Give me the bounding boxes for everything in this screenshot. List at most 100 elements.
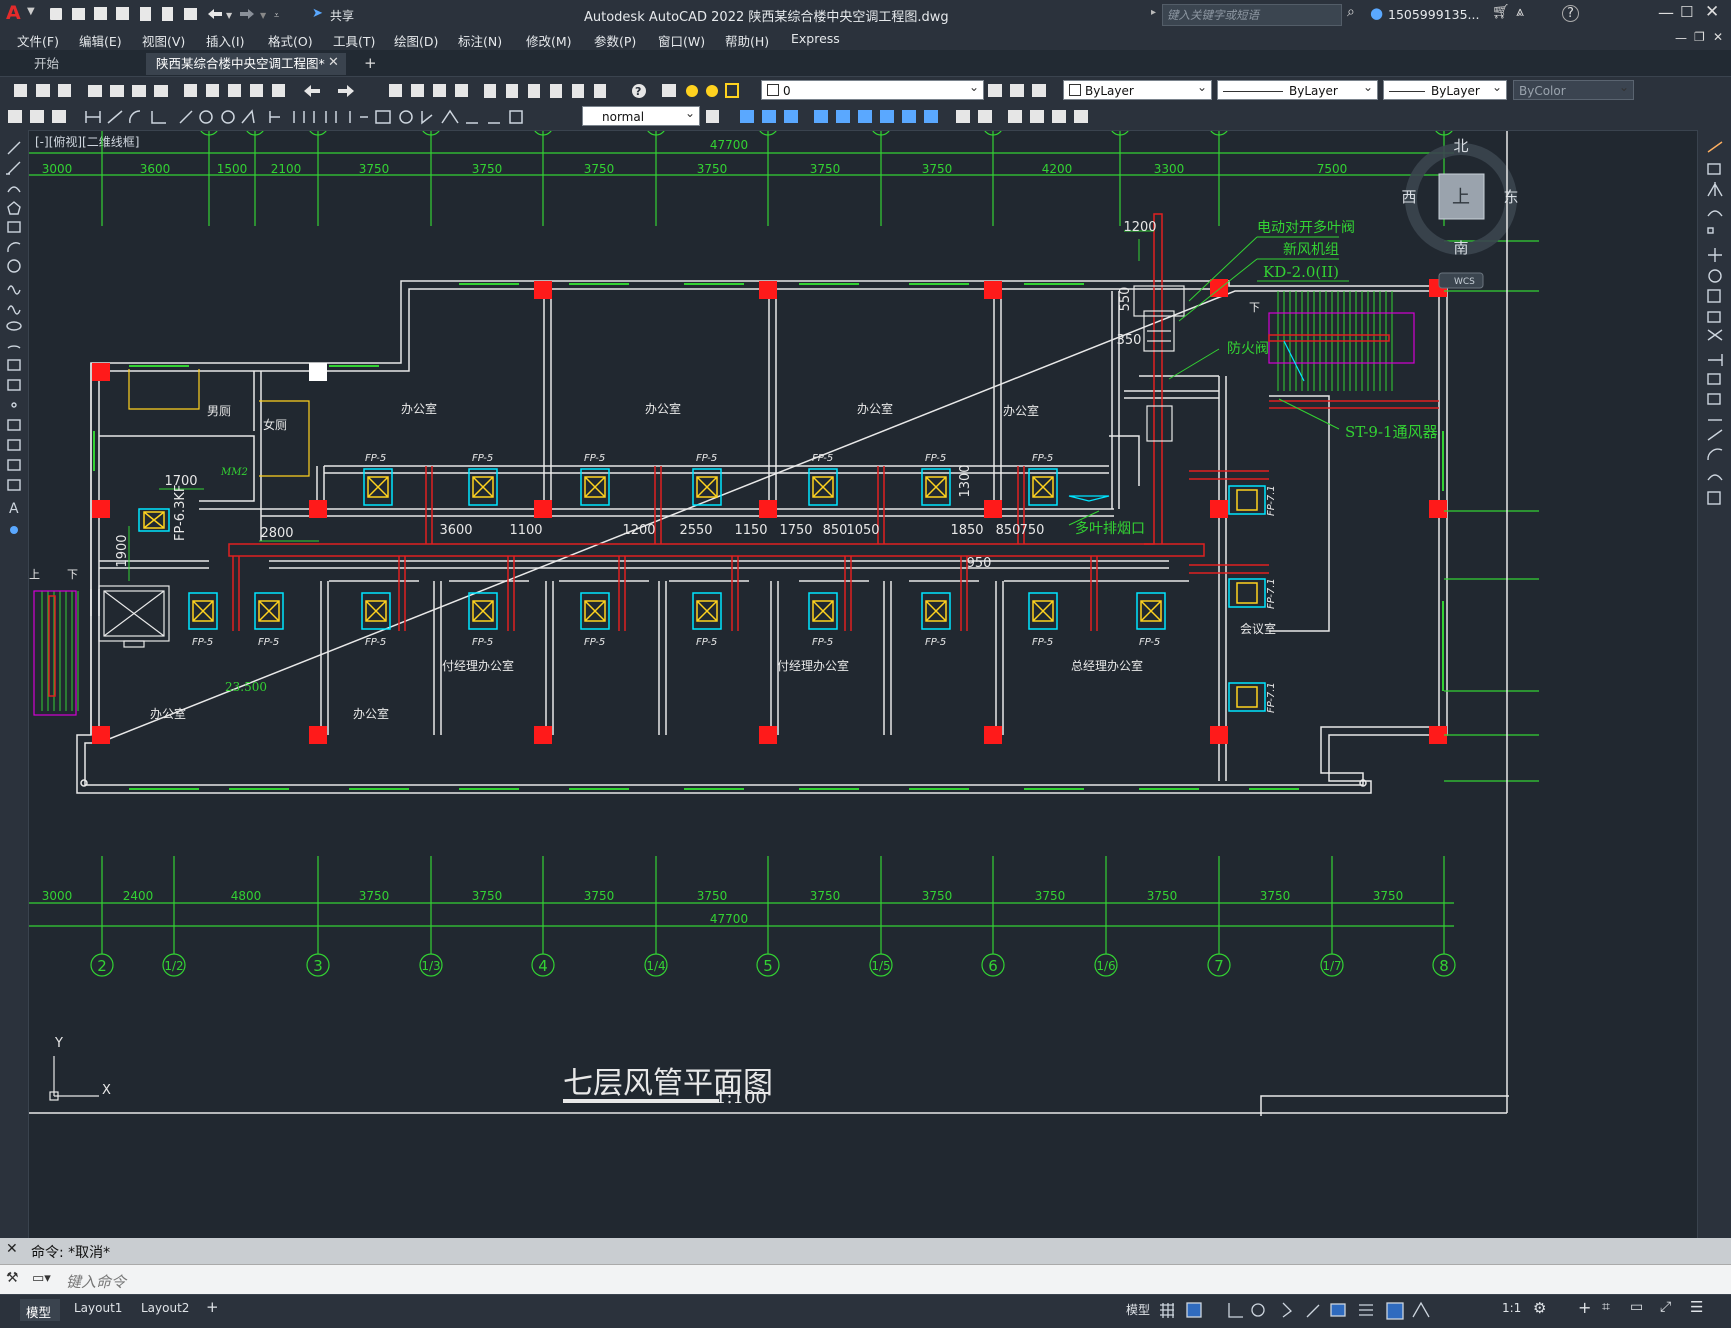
help-search-input[interactable]: 键入关键字或短语 bbox=[1162, 4, 1342, 26]
main-duct bbox=[228, 213, 1439, 631]
tab-drawing-label: 陕西某综合楼中央空调工程图* bbox=[156, 56, 325, 71]
view-9-icon bbox=[924, 110, 938, 123]
menu-insert[interactable]: 插入(I) bbox=[206, 34, 245, 49]
units-icon[interactable]: ⌗ bbox=[1602, 1299, 1610, 1315]
doc-close-icon[interactable]: ✕ bbox=[1713, 30, 1724, 44]
revcloud-icon bbox=[7, 285, 21, 295]
menu-express[interactable]: Express bbox=[791, 31, 840, 46]
quick-access-icons[interactable]: ▼ ▼ ⩡ bbox=[48, 5, 288, 23]
cart-icon[interactable]: 🛒︎ bbox=[1492, 4, 1510, 20]
menu-modify[interactable]: 修改(M) bbox=[526, 34, 572, 49]
menu-window[interactable]: 窗口(W) bbox=[658, 34, 706, 49]
save-web-icon bbox=[162, 7, 173, 21]
osnap-icon bbox=[1306, 1304, 1320, 1318]
grid-icon bbox=[1160, 1303, 1174, 1318]
drawing-canvas[interactable]: [-][俯视][二维线框] bbox=[29, 131, 1696, 1238]
viewport-controls-label[interactable]: [-][俯视][二维线框] bbox=[35, 135, 140, 149]
svg-text:FP-5: FP-5 bbox=[365, 453, 386, 464]
a360-icon[interactable]: ⩓ bbox=[1516, 4, 1524, 20]
annotation-scale[interactable]: 1:1 bbox=[1502, 1301, 1522, 1315]
annotation-monitor-icon[interactable]: + bbox=[1578, 1298, 1592, 1317]
top-dim-text: 47700 3000 3600 1500 2100 3750 3750 3750… bbox=[42, 138, 1348, 176]
search-expand-icon[interactable]: ▸ bbox=[1151, 7, 1157, 18]
workspace-gear-icon[interactable]: ⚙ bbox=[1533, 1299, 1547, 1317]
maximize-icon[interactable]: ☐ bbox=[1680, 3, 1694, 21]
viewcube[interactable]: 上 北 南 东 西 WCS bbox=[1401, 137, 1519, 289]
close-icon[interactable]: ✕ bbox=[1705, 2, 1720, 22]
share-button[interactable]: 共享 bbox=[330, 9, 355, 23]
linetype-dropdown[interactable]: ByLayer bbox=[1217, 77, 1378, 100]
share-icon[interactable]: ➤ bbox=[312, 6, 323, 21]
draw-tool-icons[interactable]: A bbox=[0, 130, 28, 570]
fillet-icon bbox=[1707, 448, 1723, 461]
top-dimension-lines bbox=[29, 131, 1454, 226]
command-line[interactable]: ⚒ ▭▾ 键入命令 bbox=[0, 1264, 1731, 1295]
help-icon[interactable]: ? bbox=[1562, 5, 1579, 22]
vp-5-icon bbox=[1052, 110, 1066, 123]
tab-drawing[interactable]: 陕西某综合楼中央空调工程图* bbox=[146, 53, 346, 75]
text-style-dropdown[interactable]: normal bbox=[582, 103, 700, 126]
layer-state-icons[interactable] bbox=[660, 81, 750, 101]
svg-text:3600: 3600 bbox=[439, 523, 472, 538]
layer-tools-icons[interactable] bbox=[986, 81, 1056, 101]
svg-text:3750: 3750 bbox=[359, 889, 390, 903]
customize-icon[interactable]: ⚒ bbox=[6, 1270, 19, 1286]
text-style-value: normal bbox=[602, 110, 645, 124]
model-space-button[interactable]: 模型 bbox=[1126, 1303, 1151, 1317]
menu-view[interactable]: 视图(V) bbox=[142, 34, 186, 49]
app-menu-chevron-icon[interactable]: ▼ bbox=[27, 6, 35, 17]
quick-properties-icon[interactable]: ▭ bbox=[1630, 1299, 1644, 1315]
clean-screen-icon[interactable]: ⤢ bbox=[1660, 1299, 1672, 1315]
menu-tools[interactable]: 工具(T) bbox=[333, 34, 376, 49]
recent-commands-icon[interactable]: ▭▾ bbox=[32, 1271, 51, 1286]
tab-start[interactable]: 开始 bbox=[34, 56, 60, 71]
fan-coil-units bbox=[128, 369, 1266, 712]
lineweight-dropdown[interactable]: ByLayer bbox=[1383, 77, 1507, 100]
view-toolbar-icons[interactable] bbox=[704, 107, 1214, 127]
svg-text:3750: 3750 bbox=[472, 162, 503, 176]
add-layout-icon[interactable]: + bbox=[206, 1298, 219, 1316]
menu-help[interactable]: 帮助(H) bbox=[725, 34, 770, 49]
customization-icon[interactable]: ☰ bbox=[1690, 1298, 1704, 1316]
insert-block-icon bbox=[7, 359, 21, 371]
menu-dimension[interactable]: 标注(N) bbox=[458, 34, 503, 49]
status-toggle-icons[interactable] bbox=[1157, 1301, 1512, 1323]
tab-close-icon[interactable]: ✕ bbox=[328, 55, 339, 70]
fp-63-label: FP-6.3KF bbox=[173, 485, 188, 541]
menu-edit[interactable]: 编辑(E) bbox=[79, 34, 122, 49]
layer-dropdown[interactable]: 0 bbox=[761, 77, 984, 100]
color-dropdown[interactable]: ByLayer bbox=[1063, 77, 1212, 100]
standard-toolbar-icons[interactable]: ? bbox=[4, 81, 674, 101]
doc-restore-icon[interactable]: ❐ bbox=[1694, 30, 1705, 44]
modify-tool-icons[interactable] bbox=[1698, 130, 1731, 570]
svg-text:2800: 2800 bbox=[260, 526, 293, 541]
menu-draw[interactable]: 绘图(D) bbox=[394, 34, 439, 49]
menu-format[interactable]: 格式(O) bbox=[268, 34, 313, 49]
svg-text:男厕: 男厕 bbox=[207, 404, 231, 418]
user-icon[interactable]: ● bbox=[1370, 4, 1384, 22]
tab-model[interactable]: 模型 bbox=[20, 1299, 60, 1321]
columns bbox=[92, 279, 1447, 744]
command-input[interactable]: 键入命令 bbox=[66, 1273, 127, 1291]
vp-6-icon bbox=[1074, 110, 1088, 123]
autocad-logo-icon[interactable]: A bbox=[6, 2, 21, 24]
dimension-toolbar-icons[interactable] bbox=[4, 107, 584, 127]
doc-minimize-icon[interactable]: — bbox=[1675, 31, 1687, 45]
ordinate-dim-icon bbox=[151, 111, 166, 124]
line-icon bbox=[7, 141, 21, 155]
user-name[interactable]: 1505999135... bbox=[1388, 7, 1480, 22]
minimize-icon[interactable]: — bbox=[1658, 3, 1674, 22]
tab-layout2[interactable]: Layout2 bbox=[141, 1301, 190, 1315]
search-icon[interactable]: ⌕ bbox=[1347, 4, 1355, 20]
drawing-frame bbox=[29, 131, 1509, 1116]
command-close-icon[interactable]: ✕ bbox=[6, 1241, 18, 1257]
autoscale-icon bbox=[1412, 1301, 1430, 1318]
layer-color-swatch bbox=[767, 84, 779, 96]
menu-parametric[interactable]: 参数(P) bbox=[594, 34, 637, 49]
menu-file[interactable]: 文件(F) bbox=[17, 34, 59, 49]
plotstyle-dropdown[interactable]: ByColor bbox=[1513, 77, 1634, 100]
layer-thaw-icon bbox=[706, 85, 718, 97]
tab-layout1[interactable]: Layout1 bbox=[74, 1301, 123, 1315]
svg-text:下: 下 bbox=[1249, 301, 1260, 314]
new-tab-icon[interactable]: + bbox=[364, 54, 377, 72]
